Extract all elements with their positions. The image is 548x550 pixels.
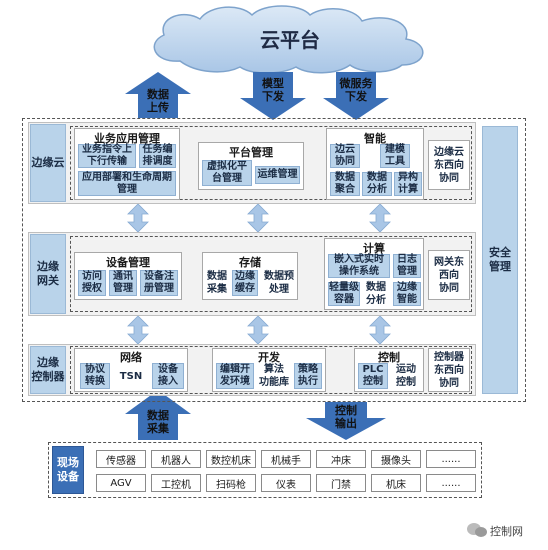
layer-edge-controller-inner	[70, 346, 472, 394]
label-data-upload: 数据 上传	[147, 88, 169, 114]
field-device-row2-5: 机床	[371, 474, 421, 492]
cell-heterogeneous-compute: 异构 计算	[394, 172, 422, 196]
field-device-row1-3: 机械手	[261, 450, 311, 468]
cell-virtualization: 虚拟化平 台管理	[202, 160, 252, 186]
group-title-development: 开发	[258, 351, 280, 364]
cell-access-auth: 访问 授权	[78, 270, 106, 296]
cell-plc-control: PLC 控制	[358, 363, 388, 389]
cell-data-analysis-1: 数据 分析	[362, 172, 392, 196]
field-device-row1-6: ......	[426, 450, 476, 468]
cell-app-lifecycle: 应用部署和生命周期 管理	[78, 171, 176, 196]
field-device-row1-2: 数控机床	[206, 450, 256, 468]
field-device-row1-5: 摄像头	[371, 450, 421, 468]
controller-east-west: 控制器 东西向 协同	[428, 348, 470, 392]
group-title-control: 控制	[378, 351, 400, 364]
group-title-intelligence: 智能	[364, 132, 386, 145]
field-devices-label: 现场 设备	[52, 446, 84, 494]
group-title-app-management: 业务应用管理	[94, 132, 160, 145]
cell-modeling-tools: 建模 工具	[380, 144, 410, 168]
label-data-collect: 数据 采集	[147, 409, 169, 435]
group-title-compute: 计算	[363, 242, 385, 255]
cell-motion-control: 运动 控制	[396, 364, 416, 388]
cell-task-scheduling: 任务编 排调度	[139, 144, 176, 168]
label-control-output: 控制 输出	[335, 404, 357, 430]
layer-label-edge-cloud: 边缘云	[30, 124, 66, 202]
cloud-shape	[153, 5, 424, 74]
cell-device-access: 设备 接入	[152, 363, 184, 389]
cell-edge-intelligence: 边缘 智能	[393, 282, 421, 306]
layer-label-edge-controller: 边缘 控制器	[30, 346, 66, 394]
cell-ops-management: 运维管理	[255, 166, 300, 184]
field-device-row2-1: 工控机	[151, 474, 201, 492]
field-device-row2-6: ......	[426, 474, 476, 492]
field-device-row1-0: 传感器	[96, 450, 146, 468]
layer-label-edge-gateway: 边缘 网关	[30, 234, 66, 314]
cell-edge-cloud-sync: 边云 协同	[330, 144, 360, 168]
security-management: 安全 管理	[482, 126, 518, 394]
field-device-row1-1: 机器人	[151, 450, 201, 468]
cell-protocol-conversion: 协议 转换	[80, 363, 110, 389]
cell-data-collection: 数据 采集	[207, 271, 227, 295]
group-title-storage: 存储	[239, 256, 261, 269]
cell-comm-management: 通讯 管理	[109, 270, 137, 296]
field-row-2: AGV 工控机扫码枪仪表门禁机床......	[96, 474, 476, 492]
cell-edge-cache: 边缘 缓存	[232, 270, 258, 296]
watermark-icon	[466, 522, 488, 538]
label-model-deploy: 模型 下发	[262, 77, 284, 103]
edge-frame	[22, 118, 526, 402]
gateway-east-west: 网关东 西向 协同	[428, 250, 470, 300]
layer-edge-gateway-inner	[70, 236, 472, 312]
cell-embedded-rtos: 嵌入式实时 操作系统	[328, 254, 390, 278]
field-device-row1-4: 冲床	[316, 450, 366, 468]
group-title-network: 网络	[120, 351, 142, 364]
field-devices-frame	[48, 442, 482, 498]
cloud-label: 云平台	[260, 28, 320, 52]
cell-data-analysis-2: 数据 分析	[366, 282, 386, 306]
field-device-row2-3: 仪表	[261, 474, 311, 492]
cell-algorithm-library: 算法 功能库	[259, 364, 289, 388]
cell-instruction-transfer: 业务指令上 下行传输	[78, 144, 136, 168]
cell-device-registration: 设备注 册管理	[140, 270, 178, 296]
cell-policy-execution: 策略 执行	[294, 363, 322, 389]
cell-lightweight-container: 轻量级 容器	[328, 282, 360, 306]
cell-data-preprocess: 数据预 处理	[264, 271, 294, 295]
edge-cloud-east-west: 边缘云 东西向 协同	[428, 140, 470, 190]
cell-dev-environment: 编辑开 发环境	[216, 363, 254, 389]
cell-log-management: 日志 管理	[393, 254, 421, 278]
group-title-device: 设备管理	[106, 256, 150, 269]
field-device-row2-4: 门禁	[316, 474, 366, 492]
watermark-text: 控制网	[490, 525, 523, 538]
field-row-1: 传感器机器人数控机床机械手冲床摄像头......	[96, 450, 476, 468]
group-title-platform: 平台管理	[229, 146, 273, 159]
field-device-row2-0: AGV	[96, 474, 146, 492]
field-device-row2-2: 扫码枪	[206, 474, 256, 492]
label-microservice-deploy: 微服务 下发	[339, 77, 373, 103]
cell-tsn: TSN	[119, 370, 143, 382]
layer-edge-cloud-inner	[70, 126, 472, 200]
cell-data-aggregation: 数据 聚合	[330, 172, 360, 196]
